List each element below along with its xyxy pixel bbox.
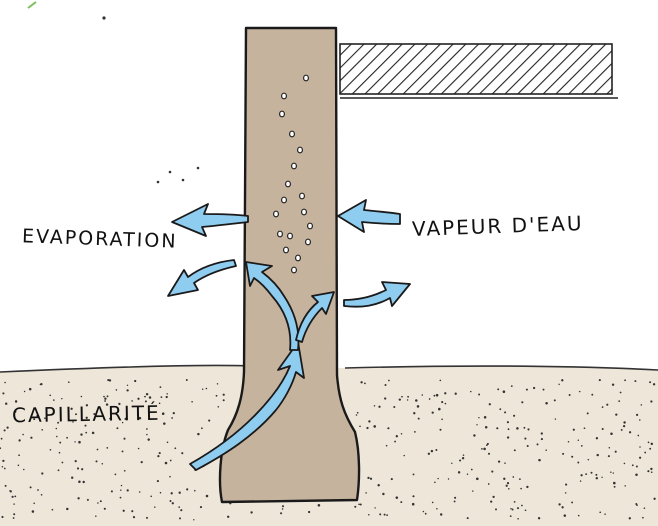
- vapor-out-arrow: [343, 281, 411, 308]
- arrows: [167, 199, 411, 471]
- evaporation-arrow: [171, 203, 249, 237]
- rising-arrow-left: [245, 261, 300, 351]
- water-droplets: [273, 74, 314, 274]
- label-capillarite: CAPILLARITÉ: [11, 400, 161, 428]
- soil-texture: [0, 379, 656, 521]
- capillarity-arrow: [189, 341, 305, 471]
- ground-line: [0, 364, 658, 373]
- rising-arrow-right: [295, 291, 335, 343]
- wall: [218, 26, 361, 504]
- vapor-arrow: [337, 199, 401, 233]
- evaporation-arrow-lower: [167, 259, 237, 297]
- floor-slab: [339, 43, 613, 95]
- decorative-specks: [102, 16, 200, 184]
- leaf-mark: [27, 1, 37, 9]
